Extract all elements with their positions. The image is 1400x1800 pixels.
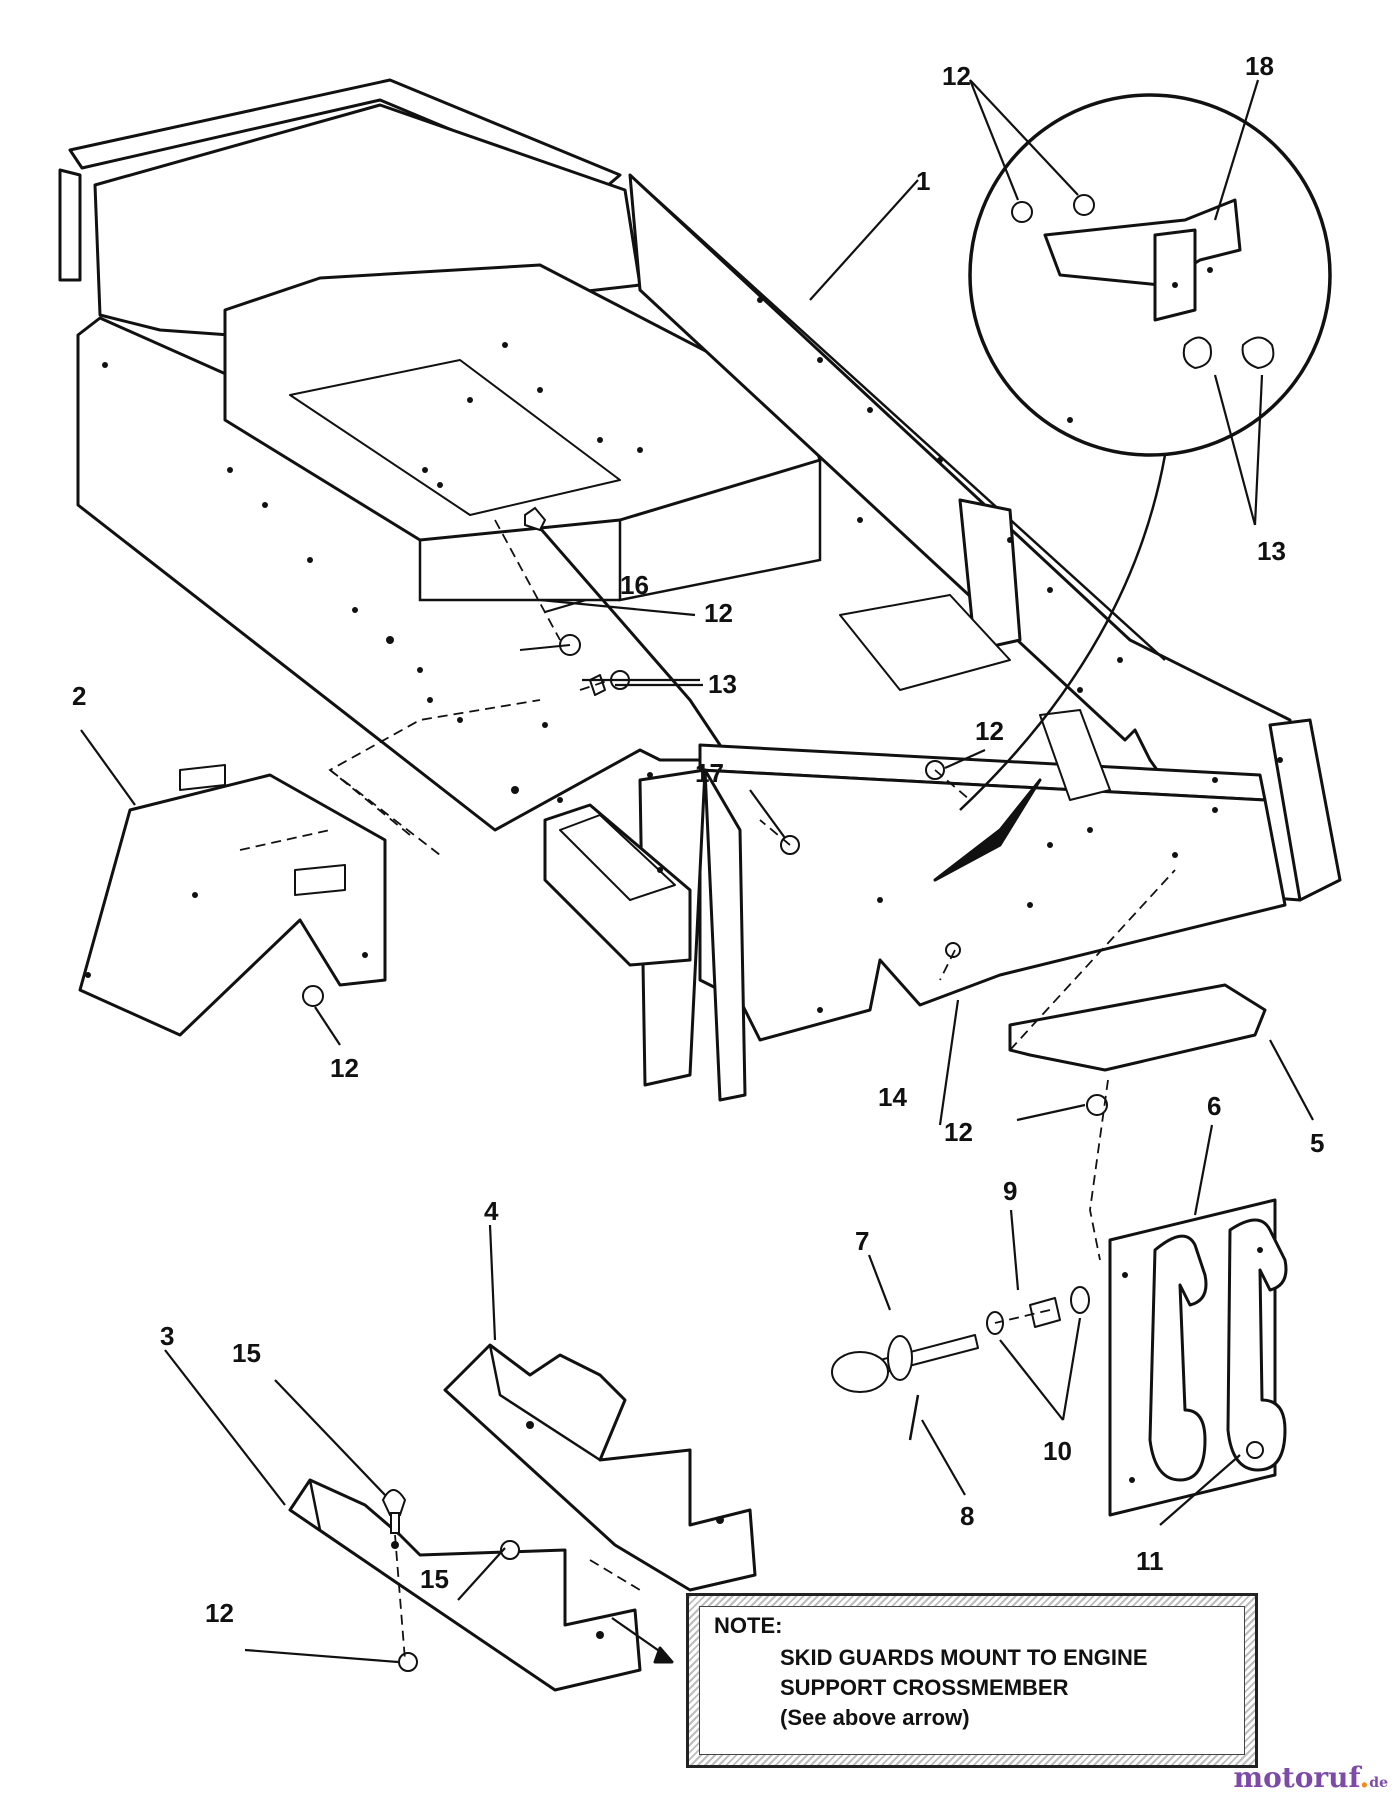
callout-2: 2 (72, 681, 86, 711)
callout-14: 14 (878, 1082, 907, 1112)
note-line-1: SKID GUARDS MOUNT TO ENGINE (780, 1645, 1148, 1670)
callout-13-frame: 13 (708, 669, 737, 699)
callout-15-top: 15 (232, 1338, 261, 1368)
callout-11: 11 (1136, 1546, 1164, 1576)
watermark-brand: motoruf (1233, 1761, 1360, 1794)
part-5-skid-plate (1008, 983, 1267, 1072)
part-3-skid-guard (288, 1478, 642, 1692)
callout-15-mid: 15 (420, 1564, 449, 1594)
callout-12-bottom: 12 (205, 1598, 234, 1628)
note-line-2: SUPPORT CROSSMEMBER (780, 1675, 1069, 1700)
callout-labels: 1 2 3 4 5 6 7 8 9 10 11 12 12 12 12 12 1… (72, 51, 1324, 1628)
assembly-lines (239, 519, 1176, 1661)
watermark-dot: . (1359, 1761, 1370, 1794)
note-box: NOTE: SKID GUARDS MOUNT TO ENGINE SUPPOR… (686, 1593, 1258, 1768)
callout-10: 10 (1043, 1436, 1072, 1466)
watermark-logo: motoruf.de (1233, 1761, 1388, 1794)
watermark-tld: de (1369, 1775, 1388, 1791)
callout-8: 8 (960, 1501, 974, 1531)
callout-4: 4 (484, 1196, 499, 1226)
callout-9: 9 (1003, 1176, 1017, 1206)
note-line-3: (See above arrow) (780, 1705, 970, 1730)
part-2-side-guard (78, 764, 387, 1037)
callout-6: 6 (1207, 1091, 1221, 1121)
callout-12-skid: 12 (944, 1117, 973, 1147)
callout-12-top-inset: 12 (942, 61, 971, 91)
leader-lines (80, 79, 1314, 1664)
callout-18: 18 (1245, 51, 1274, 81)
callout-16: 16 (620, 570, 649, 600)
callout-3: 3 (160, 1321, 174, 1351)
callout-13-inset: 13 (1257, 536, 1286, 566)
part-4-skid-guard (443, 1343, 757, 1592)
note-title: NOTE: (714, 1613, 783, 1638)
callout-1: 1 (916, 166, 930, 196)
callout-17: 17 (695, 758, 724, 788)
callout-7: 7 (855, 1226, 869, 1256)
detail-inset-circle (933, 93, 1332, 882)
callout-12-guard: 12 (330, 1053, 359, 1083)
callout-12-crossmember: 12 (975, 716, 1004, 746)
main-frame (58, 78, 1342, 1102)
hardware (302, 194, 1275, 1672)
note-content: NOTE: SKID GUARDS MOUNT TO ENGINE SUPPOR… (699, 1606, 1245, 1755)
part-7-hitch-pin (831, 1286, 1090, 1441)
callout-12-frame: 12 (704, 598, 733, 628)
callout-5: 5 (1310, 1128, 1324, 1158)
part-6-hitch-plate (1108, 1198, 1288, 1517)
